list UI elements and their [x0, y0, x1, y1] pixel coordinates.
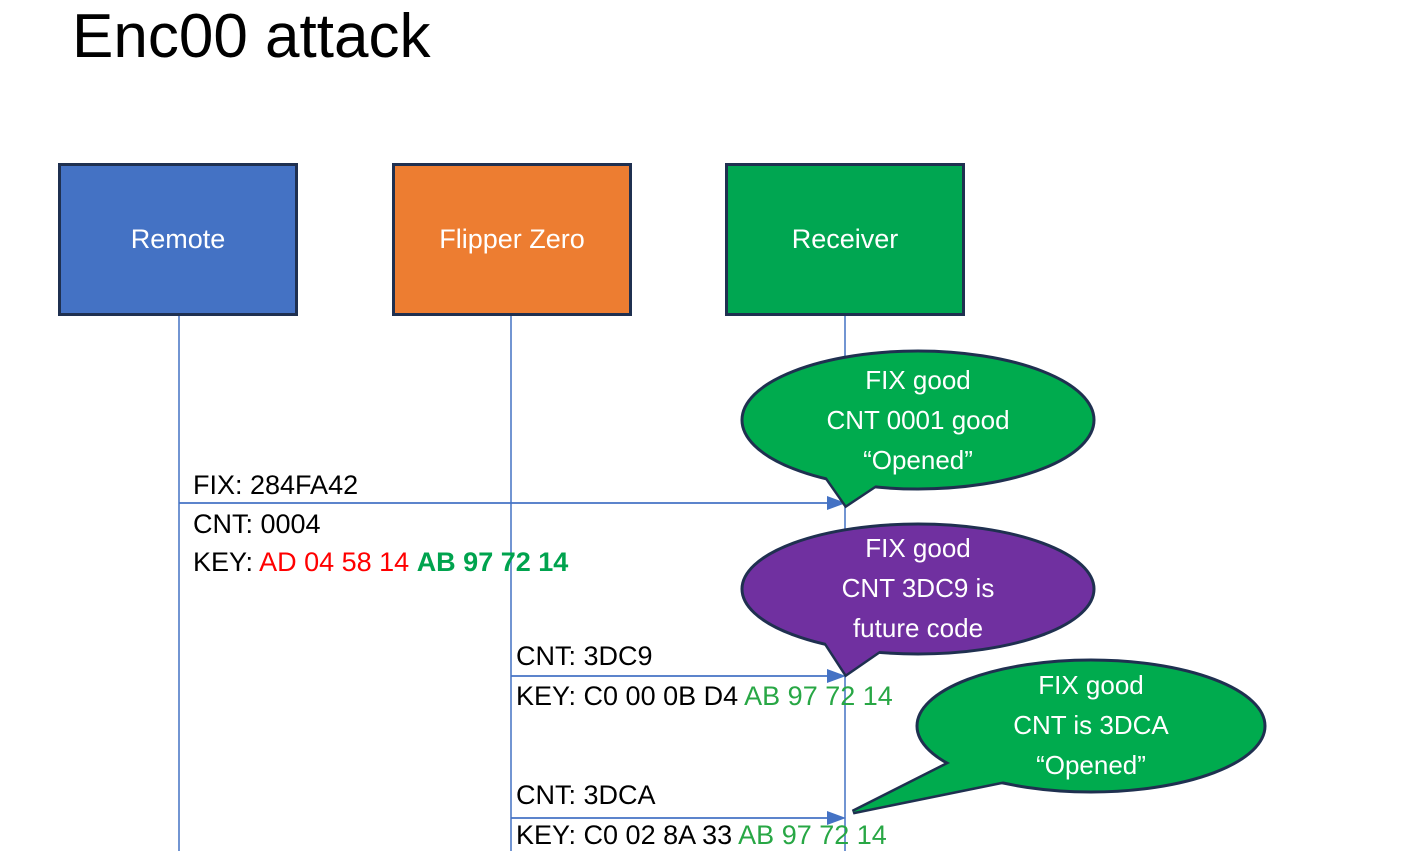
message-2-key-prefix: KEY: C0 00 0B D4: [516, 681, 745, 711]
actor-label-remote: Remote: [130, 224, 226, 254]
message-3-cnt-label: CNT: 3DCA: [516, 780, 656, 810]
callout-3-text: FIX good CNT is 3DCA “Opened”: [931, 665, 1251, 785]
message-1-key-green-bytes: AB 97 72 14: [416, 547, 569, 577]
slide-title: Enc00 attack: [72, 2, 431, 71]
message-1-key-label: KEY: AD 04 58 14 AB 97 72 14: [193, 547, 569, 578]
speech-bubble-1: [740, 349, 1096, 509]
callout-2-line-1: FIX good: [865, 533, 971, 563]
callout-3-line-2: CNT is 3DCA: [1013, 710, 1169, 740]
message-3-key-green-bytes: AB 97 72 14: [738, 820, 887, 850]
message-arrow-1-head-icon: [827, 496, 846, 510]
callout-1-line-3: “Opened”: [863, 445, 973, 475]
callout-2-line-3: future code: [852, 613, 984, 643]
message-arrow-2-head-icon: [827, 669, 846, 683]
actor-label-flipper-zero: Flipper Zero: [439, 224, 585, 254]
message-3-key-prefix: KEY: C0 02 8A 33: [516, 820, 739, 850]
speech-bubble-3-ellipse: [915, 658, 1267, 794]
message-1-fix-label: FIX: 284FA42: [193, 470, 359, 500]
actor-box-receiver: Receiver: [725, 163, 965, 316]
speech-bubble-2-ellipse: [740, 522, 1096, 656]
speech-bubble-2-tail-fill: [818, 631, 888, 674]
message-arrow-3: [511, 811, 846, 825]
message-arrow-2: [511, 669, 846, 683]
speech-bubble-1-ellipse: [740, 349, 1096, 491]
callout-1-text: FIX good CNT 0001 good “Opened”: [758, 360, 1078, 480]
message-3-key-label: KEY: C0 02 8A 33 AB 97 72 14: [516, 820, 887, 851]
message-arrow-3-head-icon: [827, 811, 846, 825]
actor-label-receiver: Receiver: [791, 224, 899, 254]
callout-1-line-1: FIX good: [865, 365, 971, 395]
message-arrow-1: [179, 496, 846, 510]
callout-2-line-2: CNT 3DC9 is: [841, 573, 995, 603]
actor-box-remote: Remote: [58, 163, 298, 316]
message-2-cnt-label: CNT: 3DC9: [516, 641, 653, 671]
callout-1-line-2: CNT 0001 good: [826, 405, 1010, 435]
speech-bubble-1-tail-fill: [818, 465, 888, 505]
message-1-key-prefix: KEY:: [193, 547, 260, 577]
speech-bubble-3-tail-fill: [853, 762, 1010, 812]
speech-bubble-3: [851, 658, 1267, 815]
callout-3-line-3: “Opened”: [1036, 750, 1146, 780]
callout-3-line-1: FIX good: [1038, 670, 1144, 700]
speech-bubble-2: [740, 522, 1096, 678]
message-2-key-label: KEY: C0 00 0B D4 AB 97 72 14: [516, 681, 893, 712]
message-2-key-green-bytes: AB 97 72 14: [744, 681, 893, 711]
callout-2-text: FIX good CNT 3DC9 is future code: [758, 528, 1078, 648]
message-1-key-red-bytes: AD 04 58 14: [259, 547, 417, 577]
actor-box-flipper-zero: Flipper Zero: [392, 163, 632, 316]
message-1-cnt-label: CNT: 0004: [193, 509, 321, 539]
